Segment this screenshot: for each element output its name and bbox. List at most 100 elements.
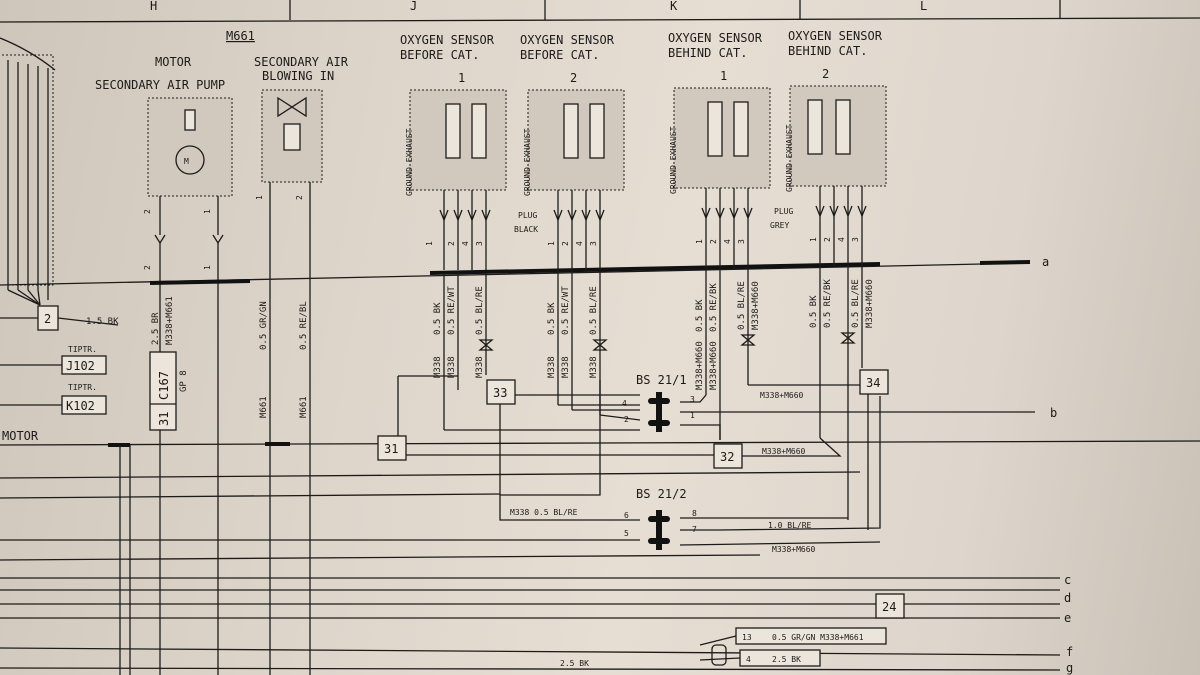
wl-s2-bk: 0.5 BK: [547, 302, 557, 335]
wl-s1-m338-a: M338: [433, 356, 443, 378]
connector-bs-21-1: BS 21/1 4 3 2 1: [622, 373, 695, 432]
bs212-pin-5: 5: [624, 529, 629, 538]
o2-sensor-1-title: OXYGEN SENSOR: [400, 33, 495, 47]
o2-sensor-3-title: OXYGEN SENSOR: [668, 31, 763, 45]
s1-pin-1: 1: [425, 241, 434, 246]
component-id-m661: M661: [226, 29, 255, 43]
plug-label-1: PLUG: [518, 211, 537, 220]
blow-pin-2: 2: [295, 195, 304, 200]
horizontal-wires: [0, 375, 1200, 675]
bs212-pin-7: 7: [692, 525, 697, 534]
node-2: 2 1.5 BK: [0, 305, 119, 331]
wl-m338-05-blre: M338 0.5 BL/RE: [510, 508, 578, 517]
o2-sensor-1: 1 GROUND EXHAUST 1 2 4 3: [405, 71, 507, 270]
s3-pin-2: 2: [709, 239, 718, 244]
o2-sensor-4-sub: BEHIND CAT.: [788, 44, 867, 58]
s2-pin-3: 3: [589, 241, 598, 246]
o2-sensor-3-sub: BEHIND CAT.: [668, 46, 747, 60]
o2-sensor-2: 2 GROUND EXHAUST 1 2 4 3: [523, 71, 625, 270]
bottom-wire-4: 2.5 BK: [772, 655, 801, 664]
bottom-wl-2-5-bk: 2.5 BK: [560, 659, 589, 668]
bottom-pin-4: 4: [746, 655, 751, 664]
bs212-pin-6: 6: [624, 511, 629, 520]
bus-letter-a: a: [1042, 255, 1049, 269]
pump-pin-1b: 1: [203, 265, 212, 270]
c167-pin: 31: [157, 412, 171, 426]
blowing-in-label: BLOWING IN: [262, 69, 334, 83]
o2-sensor-3: 1 GROUND EXHAUST 1 2 4 3: [669, 69, 771, 268]
bottom-wire-13: 0.5 GR/GN M338+M661: [772, 633, 864, 642]
connector-bs-21-2: BS 21/2 6 8 5 7 M338 0.5 BL/RE 1.0 BL/RE…: [510, 487, 816, 554]
o2-sensor-3-num: 1: [720, 69, 727, 83]
wl-2-5-br: 2.5 BR: [151, 312, 161, 345]
node-31: 31: [377, 435, 407, 461]
wl-s4-bk: 0.5 BK: [809, 295, 819, 328]
grid-letter-j: J: [410, 0, 417, 13]
tiptr-label-2: TIPTR.: [68, 383, 97, 392]
wl-s2-m338-a: M338: [547, 356, 557, 378]
wl-s2-m338-b: M338: [561, 356, 571, 378]
o2-sensor-4-num: 2: [822, 67, 829, 81]
wl-05-gr-gn: 0.5 GR/GN: [259, 301, 269, 350]
wl-m338m660-32: M338+M660: [762, 447, 806, 456]
wire-1-5-bk: 1.5 BK: [86, 317, 119, 327]
ground-exhaust-2: GROUND EXHAUST: [523, 128, 532, 196]
ecu-left-block: [0, 37, 56, 306]
ground-exhaust-3: GROUND EXHAUST: [669, 126, 678, 194]
bs211-pin-2: 2: [624, 415, 629, 424]
relay-k102-label: K102: [66, 399, 95, 413]
wl-s3-rebk: 0.5 RE/BK: [709, 283, 719, 332]
o2-sensor-2-num: 2: [570, 71, 577, 85]
node-31-label: 31: [384, 442, 398, 456]
bs211-label: BS 21/1: [636, 373, 687, 387]
plug-label-2: PLUG: [774, 207, 793, 216]
wl-s3-m338m660: M338+M660: [751, 281, 761, 330]
bottom-pin-13: 13: [742, 633, 752, 642]
node-33: 33: [486, 379, 516, 405]
s4-pin-2: 2: [823, 237, 832, 242]
node-34-label: 34: [866, 376, 880, 390]
s2-pin-1: 1: [547, 241, 556, 246]
node-32: 32 M338+M660: [713, 443, 806, 469]
wl-s2-rewt: 0.5 RE/WT: [561, 286, 571, 335]
wl-s3-m338m660-a: M338+M660: [695, 341, 705, 390]
wl-s1-m338-b: M338: [447, 356, 457, 378]
wl-s3-m338m660-b: M338+M660: [709, 341, 719, 390]
ground-exhaust-4: GROUND EXHAUST: [785, 124, 794, 192]
s2-pin-4: 4: [575, 241, 584, 246]
wl-s1-m338-c: M338: [475, 356, 485, 378]
s4-pin-3: 3: [851, 237, 860, 242]
bus-letter-e: e: [1064, 611, 1071, 625]
s4-pin-1: 1: [809, 237, 818, 242]
node-24: 24: [875, 593, 905, 619]
ground-exhaust-1: GROUND EXHAUST: [405, 128, 414, 196]
bus-letter-d: d: [1064, 591, 1071, 605]
wl-m338m660-bs212: M338+M660: [772, 545, 816, 554]
bus-letter-b: b: [1050, 406, 1057, 420]
pump-pin-2: 2: [143, 209, 152, 214]
bs211-pin-3: 3: [690, 395, 695, 404]
grid-letter-k: K: [670, 0, 678, 13]
motor-secondary-air-pump: MOTOR SECONDARY AIR PUMP M 2 1 2 1: [95, 55, 233, 675]
bus-letter-f: f: [1066, 645, 1073, 659]
wl-s2-blre: 0.5 BL/RE: [589, 286, 599, 335]
wl-s1-blre: 0.5 BL/RE: [475, 286, 485, 335]
bs212-label: BS 21/2: [636, 487, 687, 501]
wl-05-re-bl: 0.5 RE/BL: [299, 301, 309, 350]
s1-pin-3: 3: [475, 241, 484, 246]
c167-block: C167 31 GP 8: [149, 351, 189, 431]
o2-sensor-4-title: OXYGEN SENSOR: [788, 29, 883, 43]
secondary-air-valve: SECONDARY AIR BLOWING IN 1 2: [254, 55, 349, 675]
wl-m661-b: M661: [299, 396, 309, 418]
o2-sensor-2-title: OXYGEN SENSOR: [520, 33, 615, 47]
s1-pin-4: 4: [461, 241, 470, 246]
secondary-air-label: SECONDARY AIR: [254, 55, 349, 69]
secondary-air-pump-label: SECONDARY AIR PUMP: [95, 78, 225, 92]
wl-s1-bk: 0.5 BK: [433, 302, 443, 335]
c167-sub: GP 8: [179, 370, 189, 392]
grid-strip: H J K L: [0, 0, 1200, 23]
s2-pin-2: 2: [561, 241, 570, 246]
pump-pin-2b: 2: [143, 265, 152, 270]
wl-m338m660-34: M338+M660: [760, 391, 804, 400]
